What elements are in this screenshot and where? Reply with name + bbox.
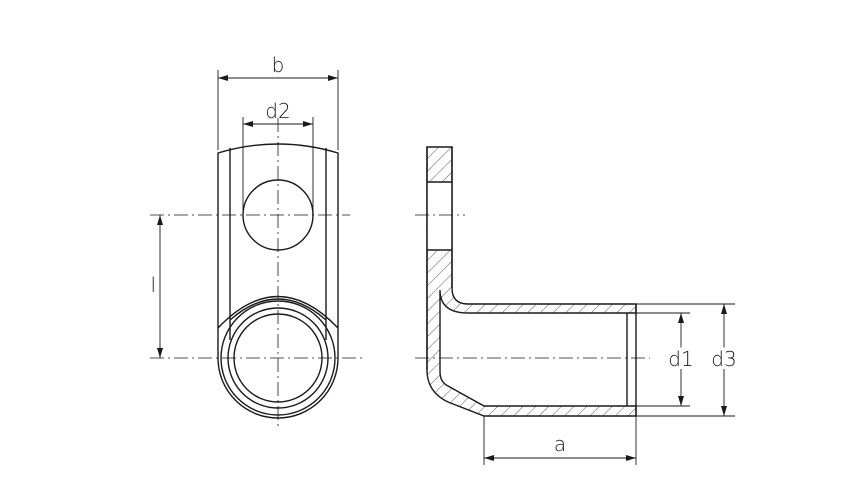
dimension-d2: d2: [242, 99, 314, 215]
dimension-b-label: b: [272, 53, 285, 77]
front-view-outline: [217, 143, 339, 419]
dimension-d3: d3: [636, 303, 740, 417]
dimension-d1-label: d1: [668, 347, 693, 371]
dimension-l-label: l: [150, 273, 156, 297]
dimension-a: a: [483, 416, 637, 465]
side-section-hole-gap: [427, 182, 452, 250]
dimension-d3-label: d3: [711, 347, 736, 371]
dimension-b: b: [217, 53, 339, 150]
side-section-hatched-body: [426, 146, 637, 417]
side-section-view: [415, 146, 650, 417]
dimension-l: l: [150, 215, 163, 358]
dimension-d2-label: d2: [265, 99, 290, 123]
front-view: [150, 118, 365, 428]
dimension-a-label: a: [554, 432, 566, 456]
dimension-d1: d1: [636, 312, 697, 407]
